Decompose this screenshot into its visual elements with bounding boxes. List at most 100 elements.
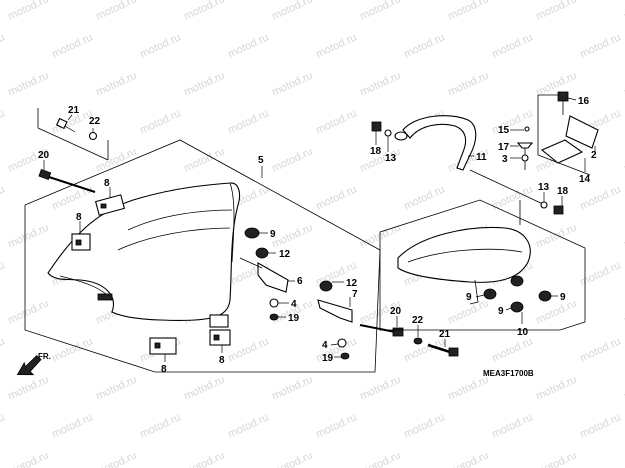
- callout-11: 11: [476, 152, 487, 163]
- watermark-text: motod.ru: [490, 31, 534, 60]
- watermark-text: motod.ru: [94, 373, 138, 402]
- nut-22: [88, 128, 98, 141]
- watermark-text: motod.ru: [6, 0, 50, 23]
- callout-6: 6: [297, 276, 303, 287]
- callout-17: 17: [498, 142, 510, 153]
- callout-12-a: 12: [279, 249, 291, 260]
- callout-4-b: 4: [322, 340, 328, 351]
- clip-8-d: [209, 329, 231, 353]
- callout-8-c: 8: [161, 364, 167, 375]
- watermark-text: motod.ru: [182, 145, 226, 174]
- bolt-20-left: [38, 160, 96, 193]
- box-outline-right: [537, 94, 591, 176]
- watermark-text: motod.ru: [6, 449, 50, 468]
- callout-19-a: 19: [288, 313, 300, 324]
- front-direction-label: FR.: [38, 352, 51, 361]
- callout-22-bottom: 22: [412, 315, 424, 326]
- watermark-text: motod.ru: [50, 31, 94, 60]
- pad-2: [565, 115, 599, 155]
- watermark-text: motod.ru: [0, 183, 7, 212]
- bolt-21-bottom: [427, 339, 459, 357]
- watermark-text: motod.ru: [182, 69, 226, 98]
- callout-18-b: 18: [557, 186, 569, 197]
- callout-9-r1: 9: [466, 292, 472, 303]
- watermark-text: motod.ru: [0, 31, 7, 60]
- watermark-text: motod.ru: [402, 411, 446, 440]
- callout-layer: 21 22 20 5 8 8 8 8 9 12 6 4 19 12 7 4 19…: [38, 96, 597, 375]
- watermark-text: motod.ru: [358, 69, 402, 98]
- watermark-text: motod.ru: [490, 411, 534, 440]
- callout-5: 5: [258, 155, 264, 166]
- watermark-text: motod.ru: [314, 183, 358, 212]
- callout-8-d: 8: [219, 355, 225, 366]
- watermark-text: motod.ru: [446, 0, 490, 23]
- watermark-text: motod.ru: [6, 297, 50, 326]
- watermark-text: motod.ru: [578, 183, 622, 212]
- watermark-text: motod.ru: [94, 0, 138, 23]
- callout-10: 10: [517, 327, 529, 338]
- box-outline-top-left: [37, 108, 109, 161]
- watermark-text: motod.ru: [358, 0, 402, 23]
- watermark-text: motod.ru: [314, 411, 358, 440]
- callout-15: 15: [498, 125, 510, 136]
- watermark-text: motod.ru: [314, 335, 358, 364]
- callout-16: 16: [578, 96, 590, 107]
- watermark-text: motod.ru: [94, 449, 138, 468]
- watermark-text: motod.ru: [6, 221, 50, 250]
- nut-9-mid: [244, 227, 268, 239]
- callout-7: 7: [352, 289, 358, 300]
- watermark-text: motod.ru: [226, 31, 270, 60]
- watermark-text: motod.ru: [138, 31, 182, 60]
- callout-13-a: 13: [385, 153, 397, 164]
- seat-strap-11: [394, 115, 477, 171]
- watermark-text: motod.ru: [0, 411, 7, 440]
- watermark-text: motod.ru: [358, 449, 402, 468]
- callout-4-a: 4: [291, 299, 297, 310]
- watermark-text: motod.ru: [534, 0, 578, 23]
- callout-20-right: 20: [390, 306, 402, 317]
- callout-9-r2: 9: [560, 292, 566, 303]
- bolt-20-right: [359, 316, 404, 337]
- watermark-text: motod.ru: [534, 69, 578, 98]
- callout-22-top: 22: [89, 116, 101, 127]
- callout-9-mid: 9: [270, 229, 276, 240]
- callout-20-left: 20: [38, 150, 50, 161]
- collar-4-19-b: [330, 338, 350, 360]
- watermark-text: motod.ru: [6, 69, 50, 98]
- watermark-text: motod.ru: [578, 31, 622, 60]
- nuts-9-right: [475, 275, 558, 324]
- watermark-text: motod.ru: [0, 107, 7, 136]
- watermark-text: motod.ru: [490, 107, 534, 136]
- watermark-text: motod.ru: [402, 183, 446, 212]
- callout-8-b: 8: [76, 212, 82, 223]
- bolt-18-13-top: [371, 121, 392, 152]
- watermark-text: motod.ru: [270, 69, 314, 98]
- clip-8-c: [149, 337, 177, 362]
- clip-8-b: [71, 221, 91, 251]
- watermark-text: motod.ru: [0, 335, 7, 364]
- callout-9-r3: 9: [498, 306, 504, 317]
- watermark-text: motod.ru: [6, 373, 50, 402]
- watermark-text: motod.ru: [50, 411, 94, 440]
- watermark-text: motod.ru: [270, 449, 314, 468]
- watermark-text: motod.ru: [182, 449, 226, 468]
- callout-8-a: 8: [104, 178, 110, 189]
- main-seat: [47, 182, 241, 328]
- watermark-text: motod.ru: [358, 221, 402, 250]
- watermark-text: motod.ru: [622, 0, 625, 23]
- clip-8-a: [94, 187, 126, 216]
- watermark-text: motod.ru: [270, 373, 314, 402]
- watermark-text: motod.ru: [490, 183, 534, 212]
- watermark-text: motod.ru: [534, 373, 578, 402]
- watermark-text: motod.ru: [226, 107, 270, 136]
- callout-18-a: 18: [370, 146, 382, 157]
- collar-4-19-a: [269, 298, 289, 321]
- callout-2: 2: [591, 150, 597, 161]
- watermark-text: motod.ru: [226, 411, 270, 440]
- watermark-text: motod.ru: [402, 31, 446, 60]
- watermark-text: motod.ru: [270, 0, 314, 23]
- screw-15-17-3: [510, 126, 534, 170]
- watermark-text: motod.ru: [138, 107, 182, 136]
- watermark-text: motod.ru: [534, 221, 578, 250]
